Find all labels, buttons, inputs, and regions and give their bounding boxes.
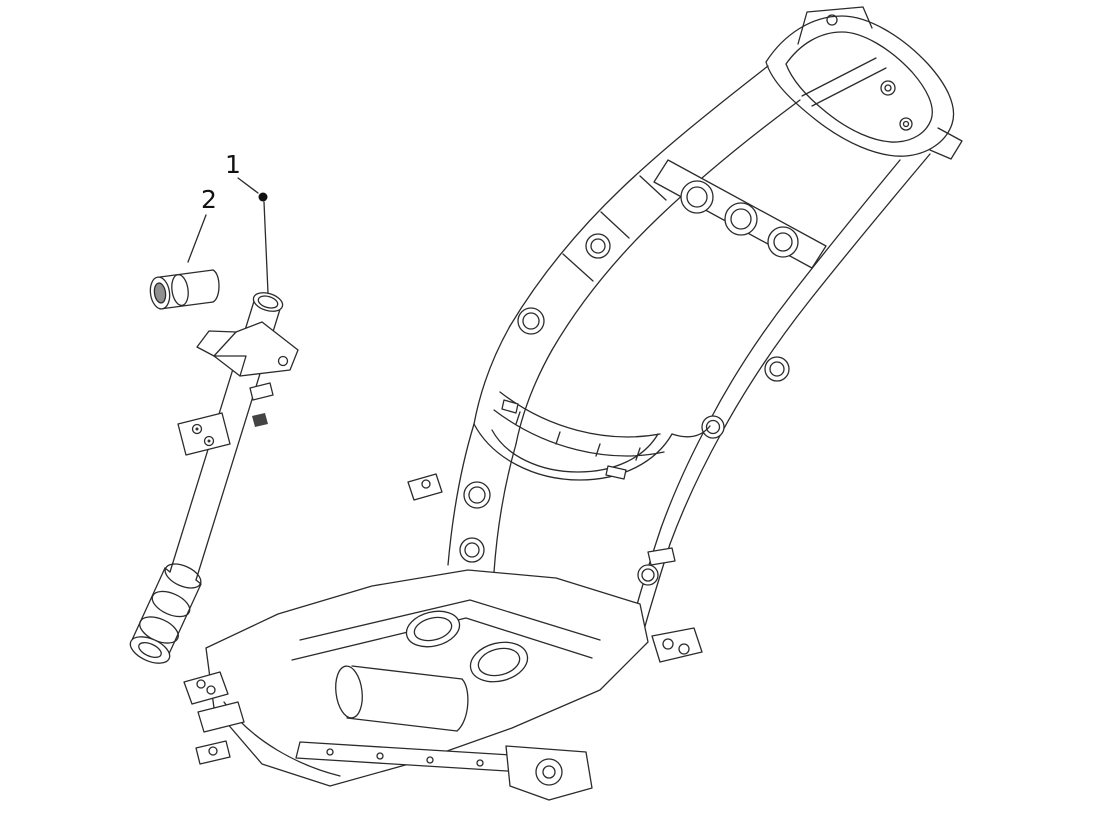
callout-1-leader-line (263, 201, 269, 294)
upper-spar (473, 65, 801, 445)
ring-plate (653, 159, 827, 269)
callout-2-label: 2 (201, 185, 217, 214)
part-1-steering-column (129, 292, 299, 664)
frame-body (183, 6, 963, 801)
callout-1-label: 1 (225, 150, 241, 179)
callouts: 1 2 (187, 150, 269, 294)
front-down-member (407, 423, 517, 573)
lower-right-leg (634, 527, 703, 663)
part-2-bushing (149, 269, 220, 310)
callout-1-leader (237, 177, 259, 194)
floor-platform (183, 569, 649, 787)
bottom-rail (295, 741, 593, 801)
spar-ring-holes (517, 233, 790, 439)
drawing-root: 1 2 (129, 6, 963, 801)
callout-2-leader (187, 214, 207, 263)
right-spar (660, 153, 931, 545)
tunnel-section (473, 391, 711, 481)
rear-subframe (765, 6, 963, 160)
callout-1-dot (258, 192, 268, 202)
